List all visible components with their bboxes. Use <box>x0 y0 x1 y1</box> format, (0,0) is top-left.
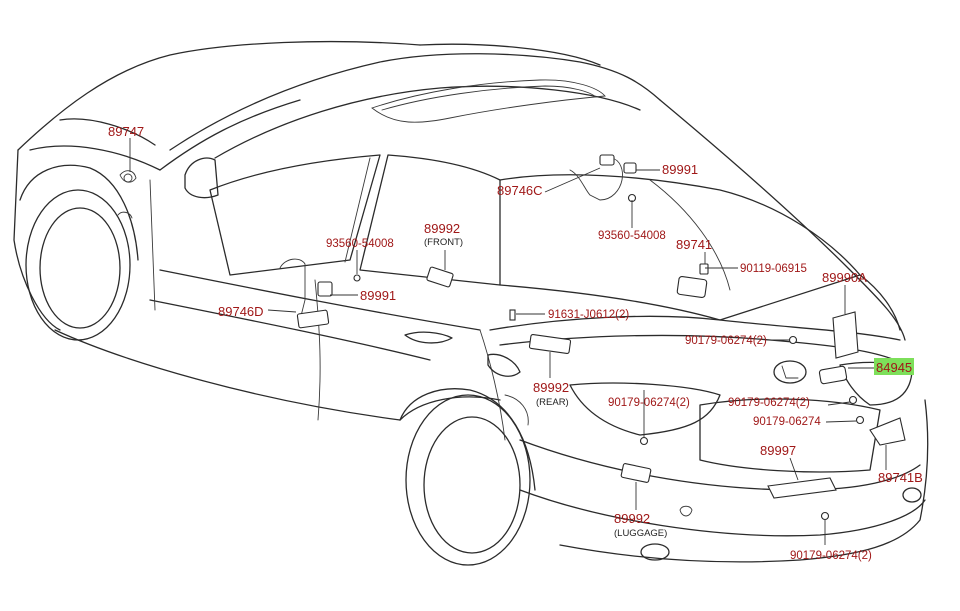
label-89746D: 89746D <box>218 304 264 319</box>
label-91631-J0612: 91631-J0612(2) <box>548 309 629 321</box>
label-90179-06274-e: 90179-06274(2) <box>790 550 872 562</box>
label-89991-top: 89991 <box>662 162 698 177</box>
label-93560-54008-left: 93560-54008 <box>326 238 394 250</box>
label-89747: 89747 <box>108 124 144 139</box>
label-89746C: 89746C <box>497 183 543 198</box>
label-89992-luggage: 89992 <box>614 511 650 526</box>
label-89997: 89997 <box>760 443 796 458</box>
label-89992-rear-sub: (REAR) <box>536 397 569 408</box>
label-89991-left: 89991 <box>360 288 396 303</box>
label-89741B: 89741B <box>878 470 923 485</box>
label-84945: 84945 <box>876 360 912 375</box>
label-89990A: 89990A <box>822 270 867 285</box>
label-90179-06274-b: 90179-06274(2) <box>608 397 690 409</box>
label-93560-54008-top: 93560-54008 <box>598 230 666 242</box>
label-90119-06915: 90119-06915 <box>740 263 807 275</box>
part-labels: 89747 89746C 89991 93560-54008 89741 901… <box>108 124 923 562</box>
car-body <box>13 40 929 566</box>
label-90179-06274-c: 90179-06274(2) <box>728 397 810 409</box>
label-89992-front: 89992 <box>424 221 460 236</box>
label-90179-06274-d: 90179-06274 <box>753 416 821 428</box>
label-89741: 89741 <box>676 237 712 252</box>
label-89992-rear: 89992 <box>533 380 569 395</box>
label-89992-front-sub: (FRONT) <box>424 237 463 248</box>
components <box>119 154 906 521</box>
label-89992-luggage-sub: (LUGGAGE) <box>614 528 667 539</box>
leader-lines <box>129 138 887 545</box>
highlight-84945 <box>874 358 914 375</box>
label-90179-06274-a: 90179-06274(2) <box>685 335 767 347</box>
